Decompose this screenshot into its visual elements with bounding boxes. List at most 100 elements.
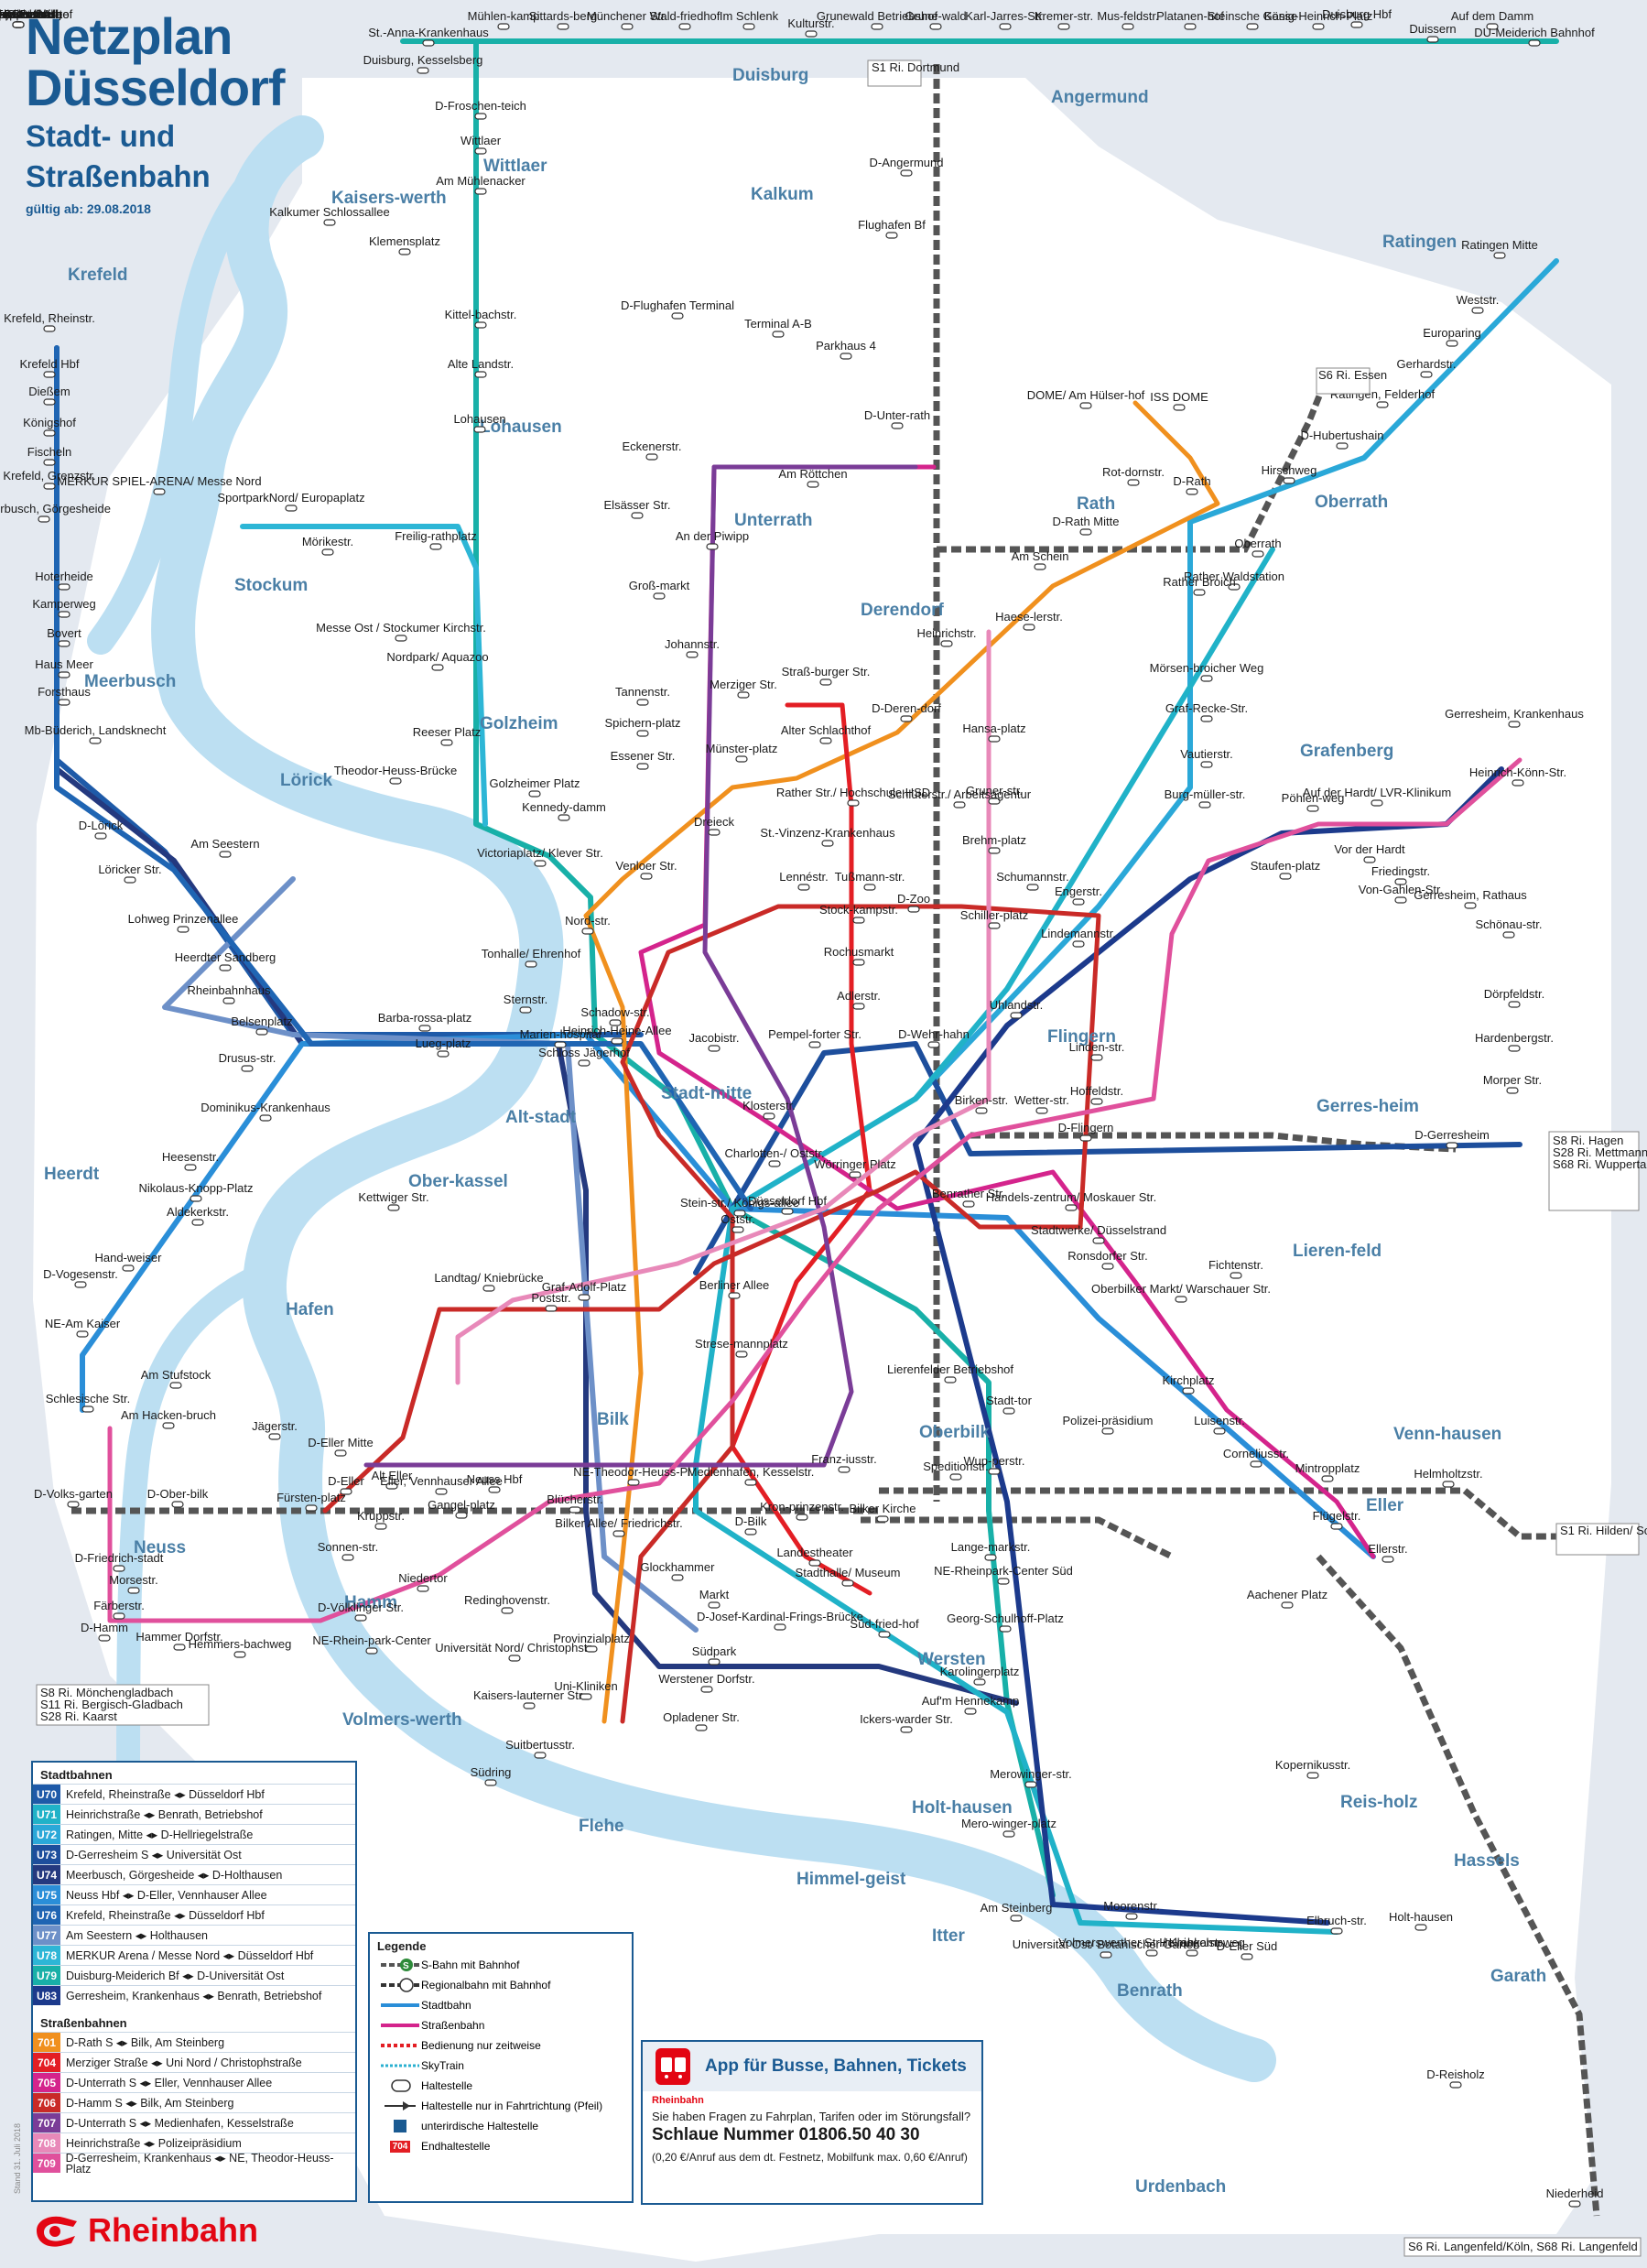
station[interactable]: D-Eller xyxy=(328,1474,365,1495)
station[interactable]: Europaring xyxy=(1423,326,1481,347)
station[interactable]: Parkhaus 4 xyxy=(816,339,876,360)
station[interactable]: Pempel-forter Str. xyxy=(768,1027,861,1048)
station[interactable]: Neuss Hbf xyxy=(467,1472,523,1493)
station[interactable]: Pöhlen-weg xyxy=(1282,791,1345,812)
station[interactable]: D-Vogesenstr. xyxy=(43,1267,118,1288)
station[interactable]: Hammer Dorfstr. xyxy=(135,1630,223,1651)
station[interactable]: Sonnen-str. xyxy=(318,1540,379,1561)
station[interactable]: Mühlen-kamp xyxy=(468,9,540,30)
station[interactable]: Friedingstr. xyxy=(1371,864,1430,885)
station[interactable]: Nordpark/ Aquazoo xyxy=(386,650,489,671)
station[interactable]: Heinrichstr. xyxy=(916,626,977,647)
station[interactable]: Benrather Str. xyxy=(932,1187,1005,1208)
station[interactable]: Auf'm Hennekamp xyxy=(922,1694,1020,1715)
station[interactable]: Drusus-str. xyxy=(219,1051,276,1072)
station[interactable]: DU-Meiderich Bahnhof xyxy=(1474,26,1595,47)
station[interactable]: Nikolaus-Knopp-Platz xyxy=(138,1181,254,1202)
station[interactable]: D-Froschen-teich xyxy=(435,99,526,120)
station[interactable]: Eller, Vennhauser Allee xyxy=(380,1474,503,1495)
station[interactable]: Krefeld, Grenzstr. xyxy=(3,469,96,490)
station[interactable]: Venloer Str. xyxy=(615,859,677,880)
station[interactable]: Südpark xyxy=(692,1644,737,1666)
station[interactable]: D-Eller Süd xyxy=(1217,1939,1277,1960)
station[interactable]: Grune-wald xyxy=(905,9,967,30)
station[interactable]: Hirschweg xyxy=(1262,463,1317,484)
station[interactable]: Am Steinberg xyxy=(981,1901,1053,1922)
station[interactable]: Rheinbahnhaus xyxy=(187,983,271,1004)
station[interactable]: Messe Ost / Stockumer Kirchstr. xyxy=(316,621,486,642)
station[interactable]: Hemmers-bachweg xyxy=(189,1637,292,1658)
station[interactable]: König-Heinrich-Platz xyxy=(1264,9,1373,30)
station[interactable]: Speditionstr. xyxy=(923,1460,989,1481)
station[interactable]: Markt xyxy=(699,1588,730,1609)
station[interactable]: Kennedy-damm xyxy=(522,800,606,821)
station[interactable]: Merziger Str. xyxy=(710,678,777,699)
station[interactable]: Luisenstr. xyxy=(1194,1414,1245,1435)
station[interactable]: Königshof xyxy=(23,416,76,437)
station[interactable]: Klosterstr. xyxy=(742,1099,796,1120)
station[interactable]: Dörpfeldstr. xyxy=(1484,987,1544,1008)
station[interactable]: Flügelstr. xyxy=(1313,1509,1361,1530)
station[interactable]: Johannstr. xyxy=(665,637,720,658)
station[interactable]: Weststr. xyxy=(1457,293,1500,314)
station[interactable]: Opladener Str. xyxy=(663,1710,740,1731)
station[interactable]: Auf der Hardt/ LVR-Klinikum xyxy=(1303,786,1451,807)
station[interactable]: Vautierstr. xyxy=(1180,747,1233,768)
station[interactable]: Hoffeldstr. xyxy=(1070,1084,1123,1105)
ad-phone[interactable]: Schlaue Nummer 01806.50 40 30 xyxy=(652,2125,920,2144)
station[interactable]: D-Heller-hof xyxy=(0,7,50,28)
station[interactable]: Moorenstr. xyxy=(1103,1899,1160,1920)
station[interactable]: Franz-iusstr. xyxy=(811,1452,877,1473)
station[interactable]: Birken-str. xyxy=(955,1093,1009,1114)
station[interactable]: Bovert xyxy=(47,626,81,647)
station[interactable]: Fischeln xyxy=(27,445,71,466)
station[interactable]: Werstener Dorfstr. xyxy=(658,1672,755,1693)
station[interactable]: Kron-prinzenstr. xyxy=(760,1500,844,1521)
station[interactable]: Jägerstr. xyxy=(252,1419,298,1440)
station[interactable]: Oberbilker Markt/ Warschauer Str. xyxy=(1091,1282,1271,1303)
station[interactable]: Niedertor xyxy=(398,1571,448,1592)
station[interactable]: Schiller-platz xyxy=(960,908,1028,929)
station[interactable]: Forsthaus xyxy=(38,685,91,706)
station[interactable]: Reeser Platz xyxy=(413,725,481,746)
station[interactable]: Alt Eller xyxy=(372,1469,413,1490)
station[interactable]: Münster-platz xyxy=(706,742,778,763)
station[interactable]: Landestheater xyxy=(776,1546,853,1567)
station[interactable]: Bilker Kirche xyxy=(850,1502,916,1523)
station[interactable]: Strese-mannplatz xyxy=(695,1337,788,1358)
station[interactable]: Am Röttchen xyxy=(778,467,848,488)
station[interactable]: Kittel-bachstr. xyxy=(445,308,517,329)
station[interactable]: Dominikus-Krankenhaus xyxy=(200,1101,330,1122)
station[interactable]: Golzheimer Platz xyxy=(490,776,580,798)
station[interactable]: Kettwiger Str. xyxy=(358,1190,429,1211)
station[interactable]: Poststr. xyxy=(531,1291,571,1312)
station[interactable]: Am Schein xyxy=(1012,549,1069,570)
station[interactable]: Kulturstr. xyxy=(787,16,835,38)
station[interactable]: Schloss Jägerhof xyxy=(538,1046,630,1067)
station[interactable]: Von-Gahlen-Str. xyxy=(1359,883,1444,904)
station[interactable]: Färberstr. xyxy=(93,1599,145,1620)
station[interactable]: Rather Broich xyxy=(1163,575,1236,596)
station[interactable]: D-Völklinger Str. xyxy=(318,1601,404,1622)
station[interactable]: Aldekerkstr. xyxy=(167,1205,229,1226)
station[interactable]: Im Schlenk xyxy=(720,9,779,30)
station[interactable]: D-Rath Mitte xyxy=(1053,515,1120,536)
station[interactable]: Aachener Platz xyxy=(1247,1588,1327,1609)
station[interactable]: D-Flughafen Terminal xyxy=(621,298,734,320)
station[interactable]: Wup-perstr. xyxy=(964,1454,1025,1475)
station[interactable]: Gerhardstr. xyxy=(1396,357,1457,378)
station[interactable]: ISS DOME xyxy=(1150,390,1208,411)
station[interactable]: MERKUR SPIEL-ARENA/ Messe Nord xyxy=(57,474,262,495)
station[interactable]: Engerstr. xyxy=(1055,884,1102,906)
station[interactable]: Kruppstr. xyxy=(357,1509,405,1530)
station[interactable]: Redinghovenstr. xyxy=(464,1593,550,1614)
station[interactable]: Rather Str./ Hochschule HSD xyxy=(776,786,930,807)
station[interactable]: Oberrath xyxy=(1234,537,1282,558)
station[interactable]: Graf-Recke-Str. xyxy=(1165,701,1248,722)
station[interactable]: Mintropplatz xyxy=(1295,1461,1360,1482)
station[interactable]: Duisburg Hbf xyxy=(1322,7,1392,28)
station[interactable]: Tannenstr. xyxy=(615,685,670,706)
station[interactable]: Glockhammer xyxy=(641,1560,716,1581)
station[interactable]: Terminal A-B xyxy=(744,317,812,338)
station[interactable]: D-Josef-Kardinal-Frings-Brücke xyxy=(697,1610,863,1631)
